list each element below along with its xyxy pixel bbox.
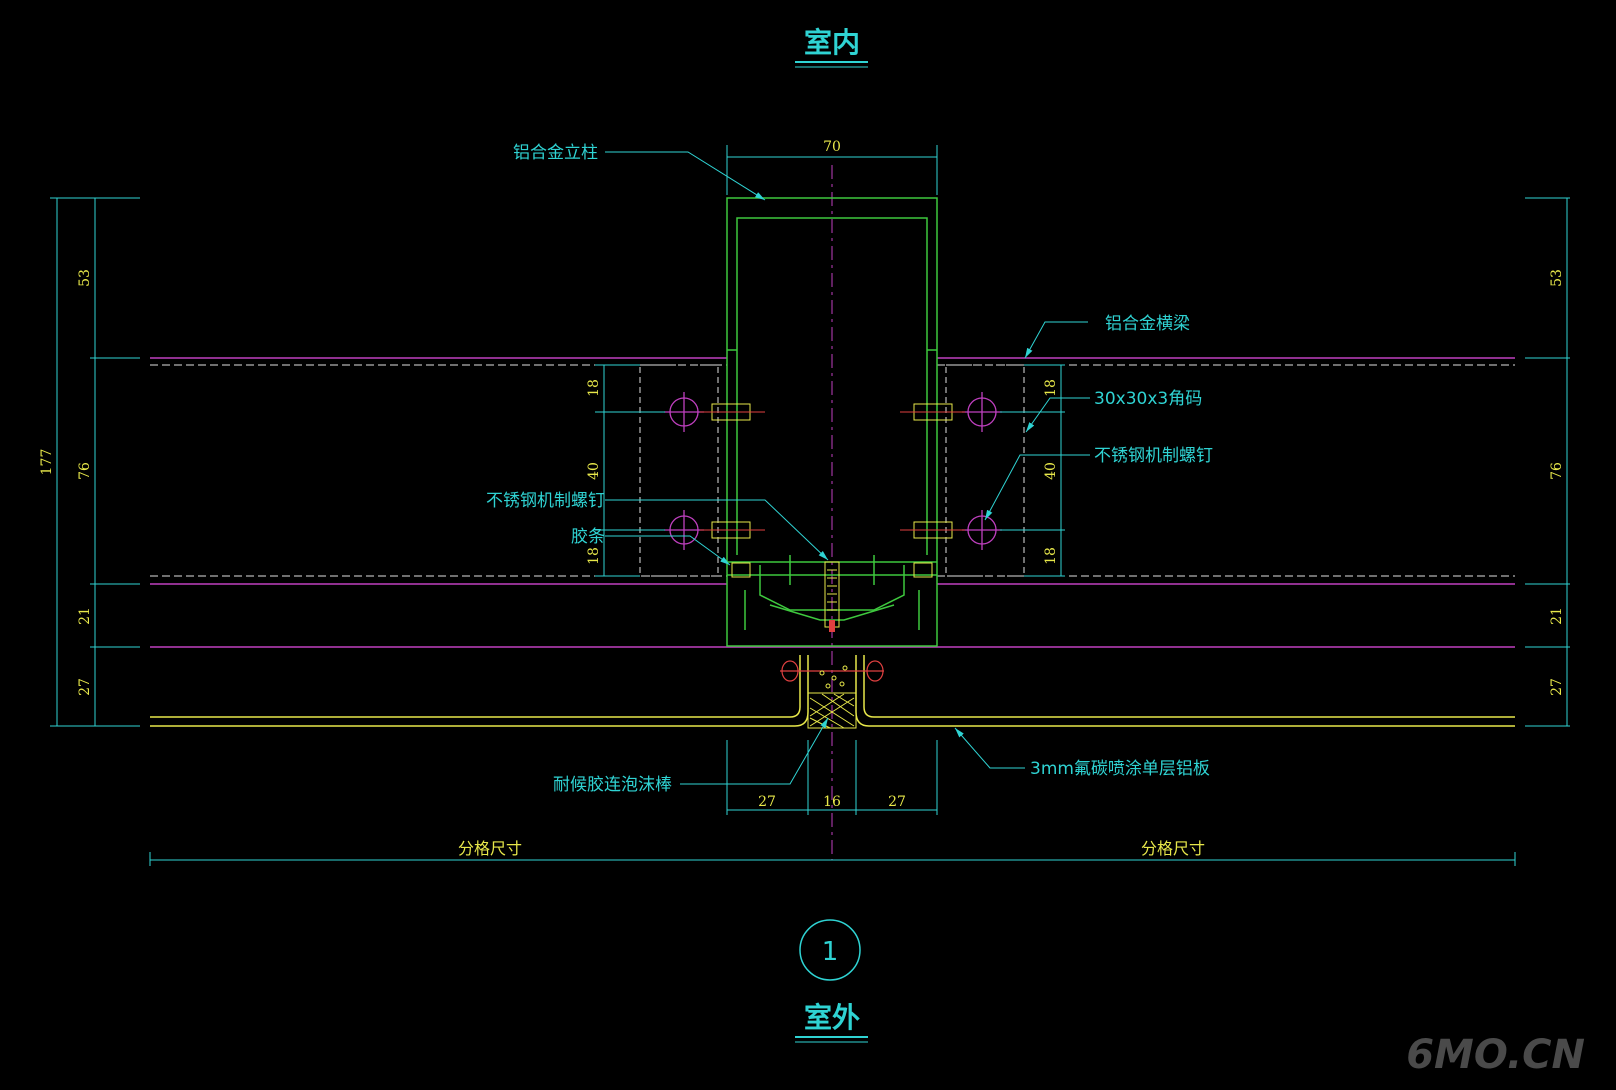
title-interior: 室内 (804, 26, 860, 59)
dim-70: 70 (823, 139, 841, 155)
dim-right-76: 76 (1549, 462, 1565, 480)
label-screw-right: 不锈钢机制螺钉 (1094, 446, 1213, 466)
dim-bolt-left-40: 40 (586, 462, 602, 480)
rubber-strip-left (731, 562, 751, 578)
dim-left-53: 53 (77, 269, 93, 287)
dim-grid (149, 852, 1516, 866)
mullion-profile (726, 197, 938, 647)
detail-marker-number: 1 (822, 937, 839, 967)
dim-left-27: 27 (77, 678, 93, 696)
dim-mullion-width (726, 145, 938, 195)
label-sealant: 耐候胶连泡沫棒 (553, 775, 672, 795)
transom-lines (150, 357, 1515, 648)
label-panel: 3mm氟碳喷涂单层铝板 (1030, 759, 1210, 779)
detail-marker-circle (799, 919, 861, 981)
rubber-strip-right (913, 562, 933, 578)
dim-right-27: 27 (1549, 678, 1565, 696)
angle-brackets (639, 364, 1025, 577)
bolts (664, 392, 1002, 550)
dim-left-76: 76 (77, 462, 93, 480)
label-transom: 铝合金横梁 (1105, 314, 1190, 334)
dim-left-stack (50, 197, 140, 727)
leader-lines (605, 151, 1090, 785)
dim-bolt-right-40: 40 (1043, 462, 1059, 480)
dim-bolt-left-18b: 18 (586, 547, 602, 565)
title-exterior: 室外 (804, 1001, 860, 1034)
dim-right-21: 21 (1549, 607, 1565, 625)
label-mullion: 铝合金立柱 (513, 143, 598, 163)
dim-right-53: 53 (1549, 269, 1565, 287)
label-rubber-strip: 胶条 (571, 527, 605, 547)
watermark: 6MO.CN (1406, 1032, 1585, 1078)
dim-joint (726, 740, 938, 815)
dim-bolt-right-18a: 18 (1043, 379, 1059, 397)
dim-joint-27-left: 27 (758, 794, 776, 810)
dim-bolt-left-18a: 18 (586, 379, 602, 397)
dim-177: 177 (39, 449, 55, 476)
dim-right-stack (1525, 197, 1570, 727)
dim-joint-16: 16 (823, 794, 841, 810)
dim-bolt-right (1000, 364, 1065, 577)
grid-size-left: 分格尺寸 (458, 839, 522, 858)
grid-size-right: 分格尺寸 (1141, 839, 1205, 858)
panel-bolts (780, 660, 884, 682)
label-screw-left: 不锈钢机制螺钉 (486, 491, 605, 511)
dim-left-21: 21 (77, 607, 93, 625)
dim-joint-27-right: 27 (888, 794, 906, 810)
dim-bolt-right-18b: 18 (1043, 547, 1059, 565)
dim-bolt-left (595, 364, 665, 577)
label-angle-code: 30x30x3角码 (1094, 389, 1202, 409)
